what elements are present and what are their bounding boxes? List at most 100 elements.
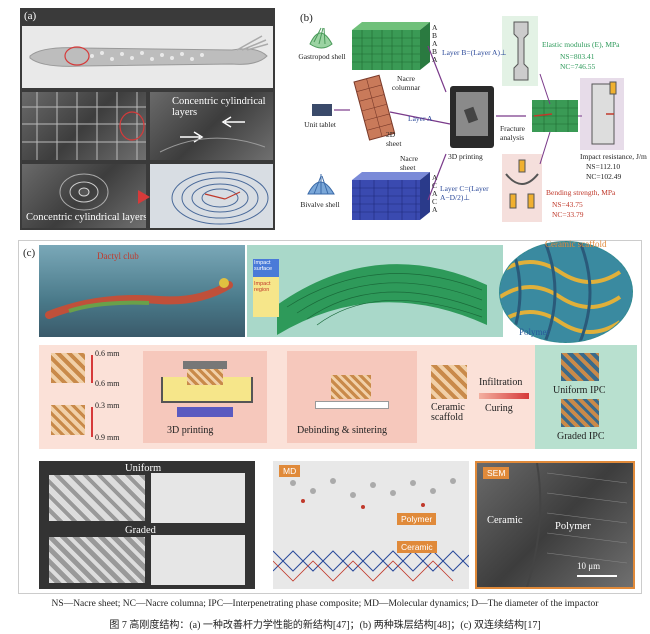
panel-a: (a) Concentric cylindrical layers xyxy=(20,8,275,230)
sem-layers: Concentric cylindrical layers xyxy=(150,92,273,160)
light-source xyxy=(177,407,233,417)
impact-ns: NS=112.10 xyxy=(586,162,621,171)
letter: A xyxy=(432,39,438,48)
furnace-plate xyxy=(315,401,389,409)
scaffold-uniform-small xyxy=(51,353,85,383)
ipc-panel: Uniform IPC Graded IPC xyxy=(535,345,637,449)
letter: C xyxy=(432,181,438,190)
letter: A xyxy=(432,189,438,198)
gastropod-shell-icon xyxy=(309,27,333,49)
bending-title: Bending strength, MPa xyxy=(546,188,616,197)
fracture-specimen xyxy=(532,100,578,132)
impact-title: Impact resistance, J/m xyxy=(580,152,647,161)
elastic-nc: NC=746.55 xyxy=(560,62,596,71)
letter: C xyxy=(432,197,438,206)
letter: A xyxy=(432,205,438,214)
panel-b: (b) xyxy=(290,4,647,232)
sem-polymer-label: Polymer xyxy=(555,521,591,532)
sheet-2d-label: 2D sheet xyxy=(386,130,402,148)
mm-arrow-2 xyxy=(91,407,93,437)
sem-panel: SEM Ceramic Polymer 10 μm xyxy=(475,461,635,589)
letter: B xyxy=(432,31,438,40)
bivalve-shell-icon xyxy=(307,174,335,195)
bivalve-label: Bivalve shell xyxy=(300,200,340,209)
process-row: 0.6 mm 0.6 mm 0.3 mm 0.9 mm 3D printing … xyxy=(39,345,637,449)
impact-nc: NC=102.49 xyxy=(586,172,622,181)
elastic-ns: NS=803.41 xyxy=(560,52,595,61)
mm-1: 0.6 mm xyxy=(95,349,120,358)
panel-a-label: (a) xyxy=(24,10,37,22)
infiltration-label: Infiltration xyxy=(479,377,523,388)
mm-3: 0.3 mm xyxy=(95,401,120,410)
sem-ceramic-label: Ceramic xyxy=(487,515,523,526)
dactyl-inset: Impact surface Impact region xyxy=(247,245,503,337)
impact-region-label: Impact region xyxy=(254,281,271,293)
ceramic-scaffold-top-label: Ceramic scaffold xyxy=(545,239,607,249)
md-ceramic-label: Ceramic xyxy=(397,541,437,553)
bending-specimen xyxy=(505,159,539,209)
letter: A xyxy=(432,173,438,182)
uniform-ipc-label: Uniform IPC xyxy=(553,385,606,396)
unit-tablet-icon xyxy=(312,104,332,116)
scale-bar xyxy=(577,575,617,577)
letters-top: A B A B A xyxy=(432,24,437,64)
platform xyxy=(183,361,227,369)
md-panel: MD Polymer Ceramic xyxy=(273,461,469,589)
curing-label: Curing xyxy=(485,403,513,414)
dogbone-specimen xyxy=(513,21,529,81)
furnace-part xyxy=(331,375,371,399)
letters-bottom: A C A C A xyxy=(432,174,437,214)
scale-label: 10 μm xyxy=(577,561,601,571)
graded-label: Graded xyxy=(125,525,156,536)
concentric-label-bottom: Concentric cylindrical layers xyxy=(26,212,146,223)
debinding-step-label: Debinding & sintering xyxy=(297,425,387,436)
mm-4: 0.9 mm xyxy=(95,433,120,442)
uniform-sample-2 xyxy=(151,473,245,523)
arrow-red-icon xyxy=(138,190,150,204)
panel-b-label: (b) xyxy=(300,12,313,24)
graded-ipc-cube xyxy=(561,399,599,427)
letter: A xyxy=(432,55,438,64)
caption-title: 图 7 高刚度结构：(a) 一种改善杆力学性能的新结构[47]；(b) 两种珠层… xyxy=(109,620,541,631)
layer-a-label: Layer A xyxy=(408,114,433,123)
letter: B xyxy=(432,47,438,56)
concentric-model xyxy=(150,164,273,228)
rod-illustration xyxy=(29,35,269,67)
printer-icon xyxy=(450,86,494,148)
polymer-top-label: Polymer xyxy=(519,327,550,337)
zoom-circle xyxy=(499,241,633,343)
infiltration-arrow xyxy=(479,393,529,399)
printing-box: 3D printing xyxy=(143,351,267,443)
md-polymer-label: Polymer xyxy=(397,513,437,525)
impact-surface-label: Impact surface xyxy=(254,260,273,272)
panel-b-diagram xyxy=(307,16,624,222)
samples-photo: Uniform Graded xyxy=(39,461,255,589)
ceramic-scaffold-label: Ceramic scaffold xyxy=(431,402,465,423)
green-block xyxy=(352,22,430,70)
dactyl-label: Dactyl club xyxy=(97,251,139,261)
md-label: MD xyxy=(279,465,301,477)
elastic-title: Elastic modulus (E), MPa xyxy=(542,40,620,49)
panel-c: (c) Dactyl club Impact surface Impact re… xyxy=(18,239,642,594)
unit-tablet-label: Unit tablet xyxy=(304,120,336,129)
mm-arrow-1 xyxy=(91,355,93,383)
graded-sample-1 xyxy=(49,537,145,583)
blue-block xyxy=(352,172,430,220)
letter: A xyxy=(432,23,438,32)
scaffold-graded-small xyxy=(51,405,85,435)
impact-legend xyxy=(253,259,279,317)
uniform-ipc-cube xyxy=(561,353,599,381)
sem-mesh xyxy=(22,92,146,160)
nacre-columnar-label: Nacre columnar xyxy=(391,74,421,92)
nacre-sheet-label: Nacre sheet xyxy=(400,154,418,172)
ceramic-scaffold-icon xyxy=(431,365,467,399)
uniform-label: Uniform xyxy=(125,463,162,474)
sheet-2d xyxy=(353,74,396,141)
panel-c-label: (c) xyxy=(23,247,36,259)
printed-part xyxy=(187,369,223,385)
mantis-shrimp-photo: Dactyl club xyxy=(39,245,245,337)
rod-photo xyxy=(22,26,273,88)
bending-nc: NC=33.79 xyxy=(552,210,584,219)
impact-specimen xyxy=(591,81,617,145)
caption-legend: NS—Nacre sheet; NC—Nacre columna; IPC—In… xyxy=(51,599,599,609)
